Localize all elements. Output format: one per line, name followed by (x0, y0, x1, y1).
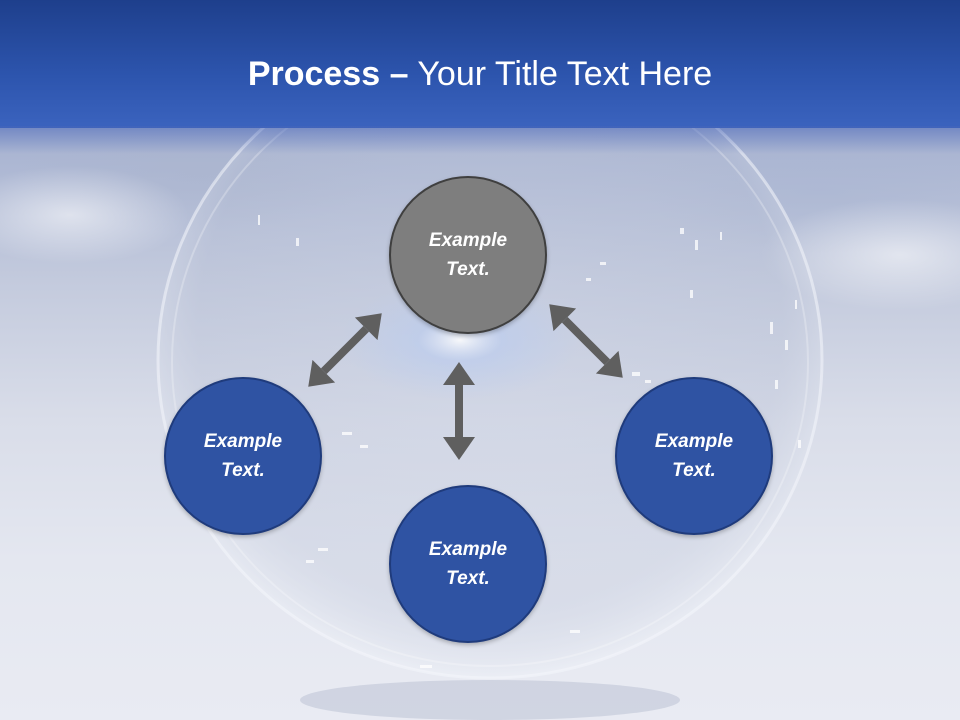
node-right[interactable]: Example Text. (615, 377, 773, 535)
node-left-line2: Text. (221, 460, 265, 481)
title-bar-fade (0, 126, 960, 154)
node-left-line1: Example (203, 431, 283, 452)
node-top[interactable]: Example Text. (389, 176, 547, 334)
slide-title[interactable]: Process – Your Title Text Here (0, 52, 960, 96)
double-arrow-right-diagonal[interactable] (538, 293, 634, 389)
title-rest: Your Title Text Here (417, 55, 713, 93)
node-right-line2: Text. (672, 460, 716, 481)
title-dash: – (389, 55, 409, 93)
double-arrow-left-diagonal[interactable] (297, 302, 393, 398)
node-right-line1: Example (654, 431, 734, 452)
node-top-line1: Example (428, 230, 508, 251)
node-left[interactable]: Example Text. (164, 377, 322, 535)
node-bottom[interactable]: Example Text. (389, 485, 547, 643)
node-bottom-line1: Example (428, 539, 508, 560)
node-top-line2: Text. (446, 259, 490, 280)
double-arrow-vertical[interactable] (443, 362, 475, 460)
title-bold: Process (247, 55, 381, 93)
node-bottom-line2: Text. (446, 568, 490, 589)
title-bar (0, 0, 960, 128)
